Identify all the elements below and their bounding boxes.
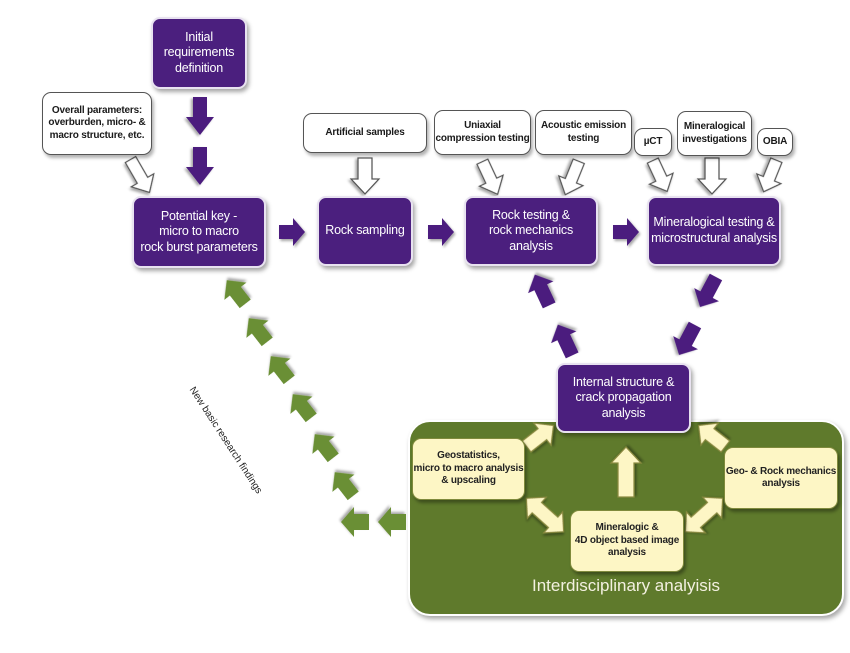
feedback-arrow-icon <box>268 356 295 385</box>
panel-arrow-icon <box>609 446 643 498</box>
uct-box: µCT <box>634 128 672 156</box>
rock-testing-label: Rock testing & rock mechanics analysis <box>488 207 574 253</box>
input-arrow-icon <box>696 157 728 195</box>
internal-structure-box: Internal structure & crack propagation a… <box>556 363 691 433</box>
obia-box: OBIA <box>757 128 793 156</box>
overall-parameters-box: Overall parameters: overburden, micro- &… <box>42 92 152 155</box>
feedback-arrow-icon <box>246 318 273 347</box>
initial-requirements-label: Initial requirements definition <box>163 29 235 75</box>
mineralogic-4d-label: Mineralogic & 4D object based image anal… <box>574 522 680 559</box>
input-arrow-icon <box>755 157 783 193</box>
right-arrow-icon <box>279 218 305 246</box>
down-left-arrow-icon <box>673 321 702 356</box>
rock-testing-box: Rock testing & rock mechanics analysis <box>464 196 598 266</box>
feedback-arrow-icon <box>378 507 406 537</box>
mineralogical-investigations-box: Mineralogical investigations <box>677 111 752 156</box>
double-arrow-icon <box>525 496 565 534</box>
input-arrow-icon <box>476 158 504 196</box>
geostatistics-box: Geostatistics, micro to macro analysis &… <box>412 438 525 500</box>
right-arrow-icon <box>613 218 639 246</box>
right-arrow-icon <box>428 218 454 246</box>
overall-parameters-label: Overall parameters: overburden, micro- &… <box>48 104 146 141</box>
rock-sampling-label: Rock sampling <box>325 223 405 238</box>
down-arrow-icon <box>186 97 214 135</box>
panel-title: Interdisciplinary analyisis <box>531 576 721 595</box>
double-arrow-icon <box>684 496 724 534</box>
down-left-arrow-icon <box>694 273 723 308</box>
geo-rock-mechanics-box: Geo- & Rock mechanics analysis <box>724 447 838 509</box>
feedback-arrow-icon <box>332 472 359 501</box>
feedback-arrow-icon <box>312 434 339 463</box>
feedback-arrow-icon <box>341 507 369 537</box>
up-arrow-icon <box>528 274 556 309</box>
input-arrow-icon <box>557 158 586 196</box>
up-arrow-icon <box>551 324 579 359</box>
potential-key-label: Potential key - micro to macro rock burs… <box>140 208 258 254</box>
mineralogical-investigations-label: Mineralogical investigations <box>682 121 747 145</box>
input-arrow-icon <box>646 157 675 193</box>
artificial-samples-label: Artificial samples <box>325 126 405 138</box>
artificial-samples-box: Artificial samples <box>303 113 427 153</box>
rock-sampling-box: Rock sampling <box>317 196 413 266</box>
uct-label: µCT <box>643 135 663 147</box>
uniaxial-box: Uniaxial compression testing <box>434 110 531 155</box>
input-arrow-icon <box>349 157 381 195</box>
acoustic-emission-box: Acoustic emission testing <box>535 110 632 155</box>
internal-structure-label: Internal structure & crack propagation a… <box>572 374 675 420</box>
acoustic-emission-label: Acoustic emission testing <box>541 120 626 144</box>
panel-arrow-icon <box>521 422 555 453</box>
potential-key-box: Potential key - micro to macro rock burs… <box>132 196 266 268</box>
feedback-arrow-icon <box>224 280 251 309</box>
mineralogic-4d-box: Mineralogic & 4D object based image anal… <box>570 510 684 572</box>
feedback-arrow-icon <box>290 394 317 423</box>
mineralogical-testing-label: Mineralogical testing & microstructural … <box>651 215 777 245</box>
mineralogical-testing-box: Mineralogical testing & microstructural … <box>647 196 781 266</box>
obia-label: OBIA <box>762 135 788 147</box>
uniaxial-label: Uniaxial compression testing <box>435 120 530 144</box>
geo-rock-mechanics-label: Geo- & Rock mechanics analysis <box>725 465 837 490</box>
down-arrow-icon <box>186 147 214 185</box>
input-arrow-icon <box>124 155 155 194</box>
initial-requirements-box: Initial requirements definition <box>151 17 247 89</box>
geostatistics-label: Geostatistics, micro to macro analysis &… <box>413 450 524 487</box>
panel-arrow-icon <box>697 422 731 453</box>
